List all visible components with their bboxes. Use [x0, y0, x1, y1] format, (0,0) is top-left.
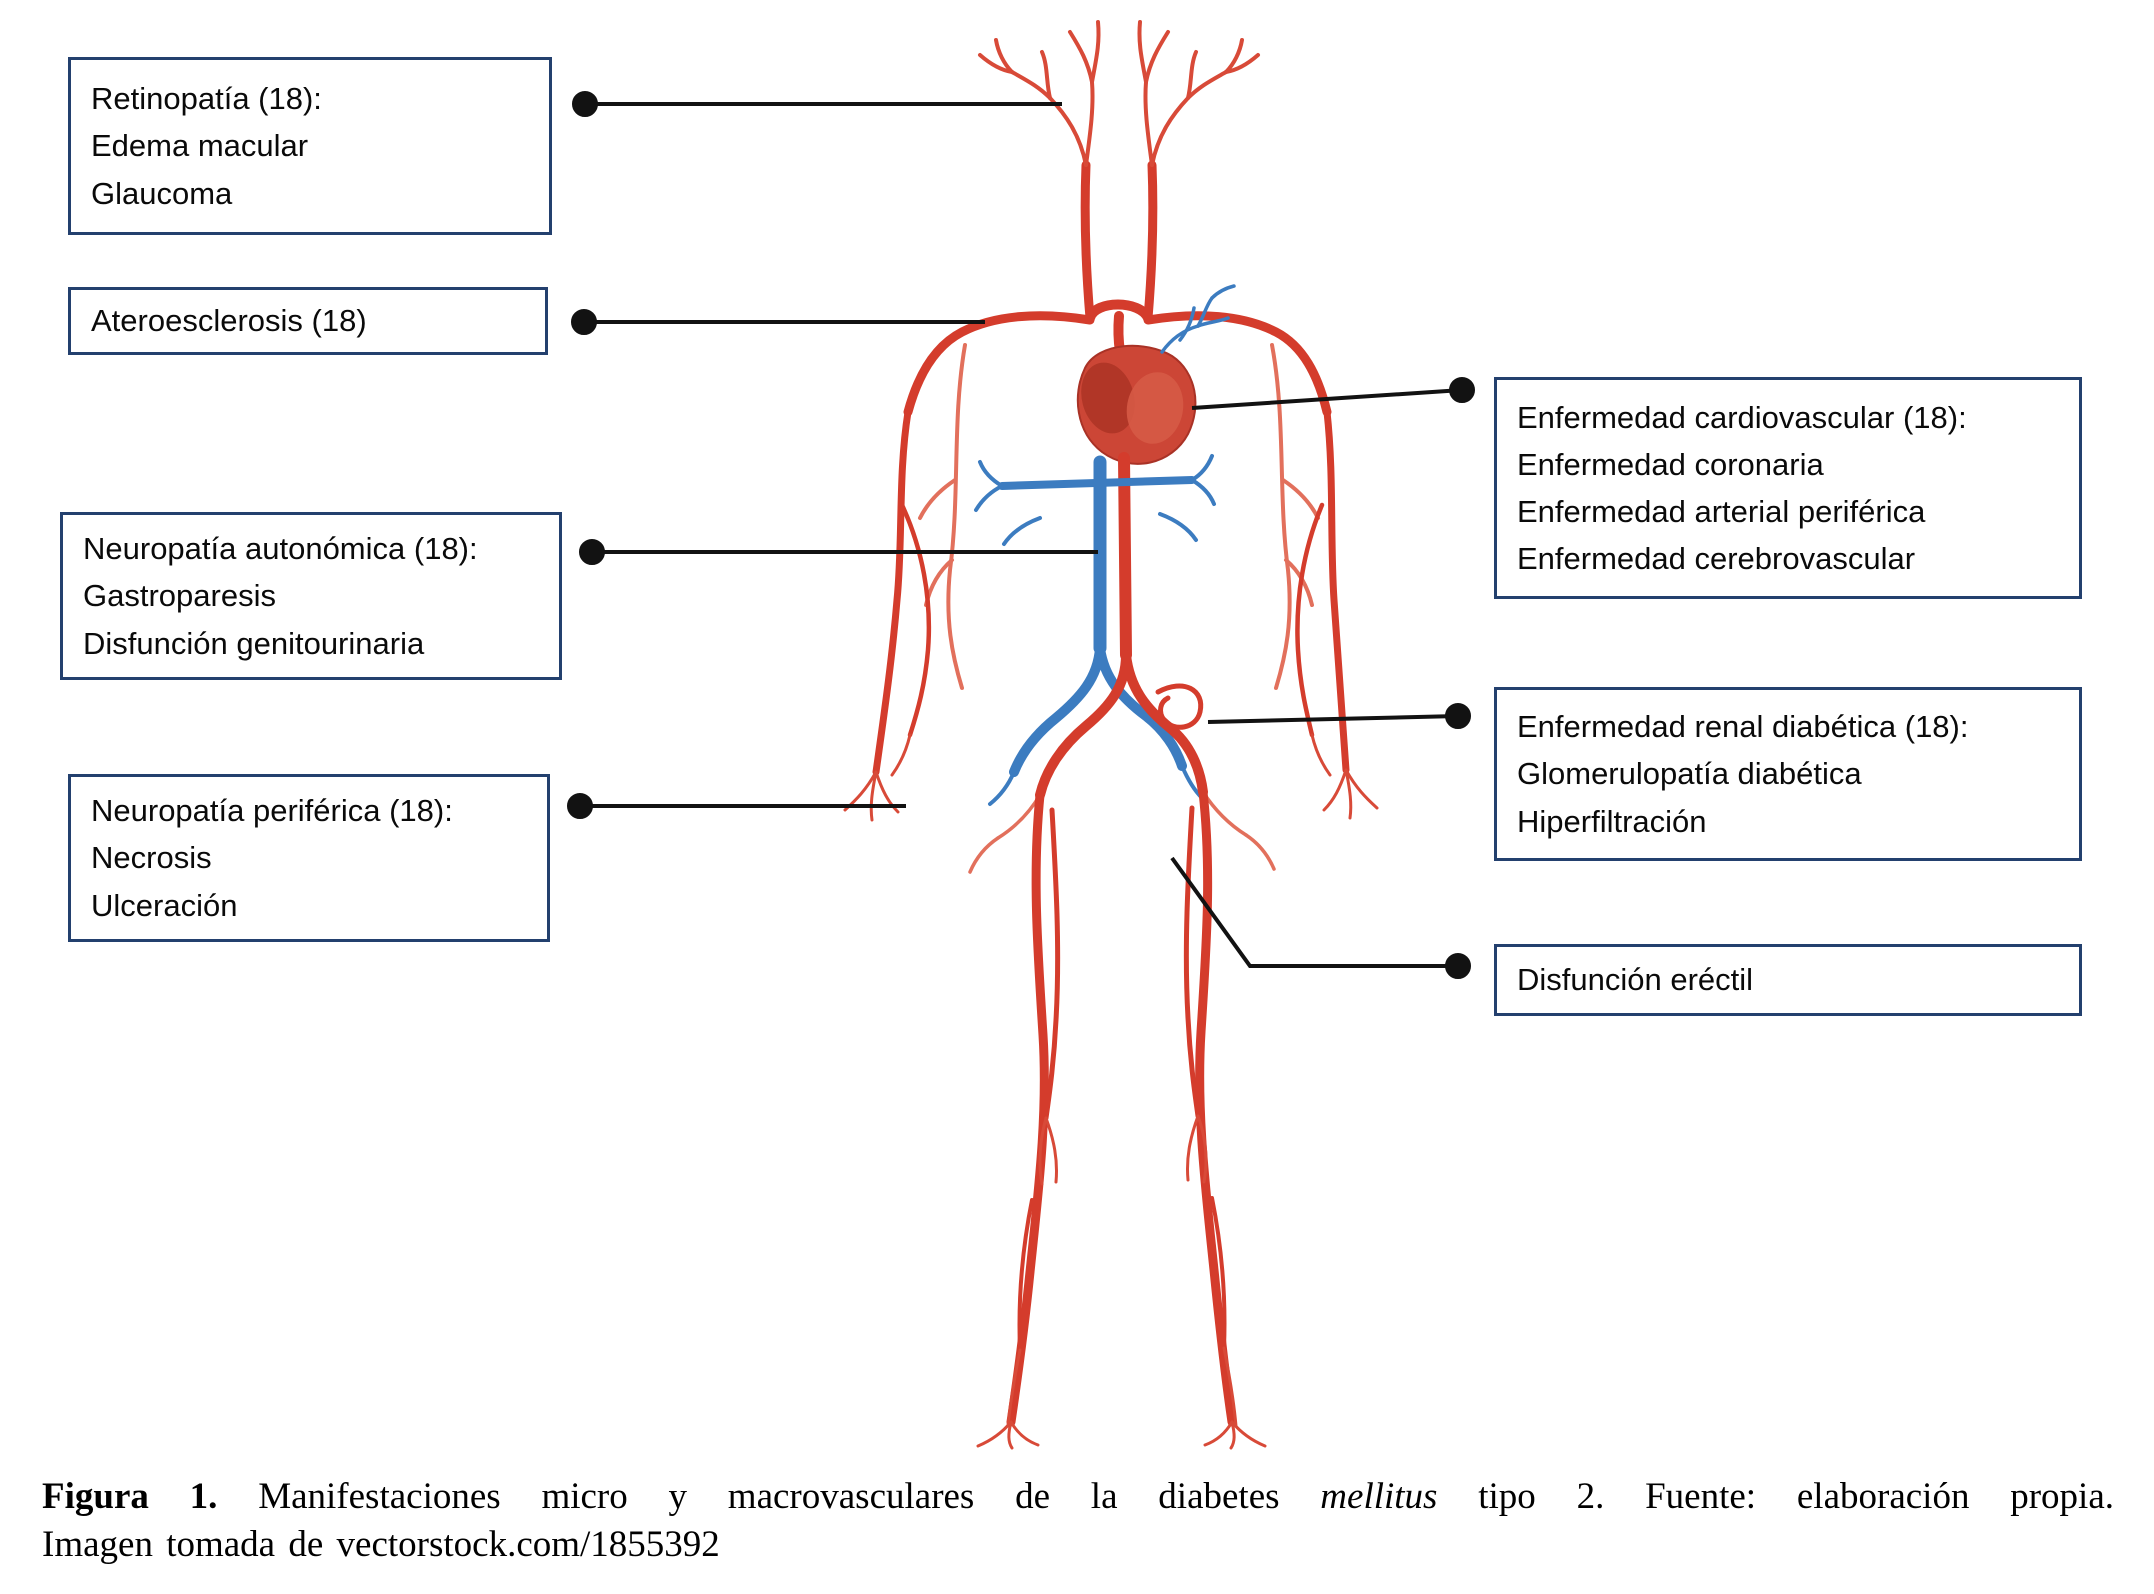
connector-lines	[567, 91, 1475, 979]
renal-loop	[1155, 683, 1204, 730]
label-title: Retinopatía (18):	[91, 81, 322, 117]
left-leg-artery	[976, 790, 1061, 1450]
right-leg-artery	[1183, 787, 1267, 1450]
label-title: Ateroesclerosis (18)	[91, 303, 367, 339]
label-line: Glomerulopatía diabética	[1517, 756, 1862, 792]
label-title: Neuropatía autonómica (18):	[83, 531, 478, 567]
caption-line-2: Imagen tomada de vectorstock.com/1855392	[42, 1524, 720, 1566]
label-line: Edema macular	[91, 128, 309, 164]
pulmonary-veins	[1160, 284, 1236, 354]
label-line: Glaucoma	[91, 175, 233, 211]
caption-text-after: tipo 2. Fuente: elaboración propia.	[1437, 1476, 2114, 1517]
label-box-neuropatia-autonomica: Neuropatía autonómica (18): Gastroparesi…	[60, 512, 562, 680]
descending-aorta	[1118, 452, 1132, 661]
caption-text-before: Manifestaciones micro y macrovasculares …	[217, 1476, 1321, 1517]
label-title: Disfunción eréctil	[1517, 962, 1754, 998]
renal-veins	[974, 454, 1216, 546]
label-title: Enfermedad renal diabética (18):	[1517, 709, 1969, 745]
label-title: Neuropatía periférica (18):	[91, 793, 453, 829]
connector-line-cardiovascular	[1191, 388, 1463, 410]
label-line: Necrosis	[91, 840, 212, 876]
caption-line-1: Figura 1. Manifestaciones micro y macrov…	[42, 1474, 2114, 1520]
label-line: Enfermedad arterial periférica	[1517, 494, 1926, 529]
head-vessels	[978, 20, 1260, 323]
label-line: Enfermedad coronaria	[1517, 446, 1824, 482]
connector-line-renal	[1207, 714, 1459, 724]
heart	[1076, 344, 1197, 465]
label-line: Disfunción genitourinaria	[83, 625, 425, 661]
connector-line-erectil	[1170, 856, 1458, 968]
label-line: Ulceración	[91, 887, 238, 923]
left-arm-artery	[843, 408, 932, 822]
label-box-renal: Enfermedad renal diabética (18): Glomeru…	[1494, 687, 2082, 861]
caption-figure-label: Figura 1.	[42, 1476, 218, 1517]
iliac-arteries	[1035, 650, 1208, 800]
connector-dot-renal	[1445, 703, 1471, 729]
connector-dot-ateroesclerosis	[571, 309, 597, 335]
label-box-retinopatia: Retinopatía (18): Edema macular Glaucoma	[68, 57, 552, 235]
right-arm-artery	[1295, 408, 1379, 820]
label-line: Gastroparesis	[83, 578, 276, 614]
label-box-neuropatia-periferica: Neuropatía periférica (18): Necrosis Ulc…	[68, 774, 550, 942]
figure-caption: Figura 1. Manifestaciones micro y macrov…	[42, 1474, 2114, 1569]
connector-dot-cardiovascular	[1449, 377, 1475, 403]
connector-dot-retinopatia	[572, 91, 598, 117]
connector-dot-neuropatia-autonomica	[579, 539, 605, 565]
label-box-ateroesclerosis: Ateroesclerosis (18)	[68, 287, 548, 355]
label-box-erectil: Disfunción eréctil	[1494, 944, 2082, 1016]
aortic-arch	[903, 299, 1332, 417]
connector-dot-erectil	[1445, 953, 1471, 979]
label-line: Enfermedad cerebrovascular	[1517, 541, 1916, 577]
hip-vessels	[968, 790, 1276, 874]
label-box-cardiovascular: Enfermedad cardiovascular (18): Enfermed…	[1494, 377, 2082, 599]
label-title: Enfermedad cardiovascular (18):	[1517, 399, 1967, 435]
connector-dot-neuropatia-periferica	[567, 793, 593, 819]
label-line: Hiperfiltración	[1517, 803, 1707, 839]
caption-italic-word: mellitus	[1320, 1476, 1438, 1517]
